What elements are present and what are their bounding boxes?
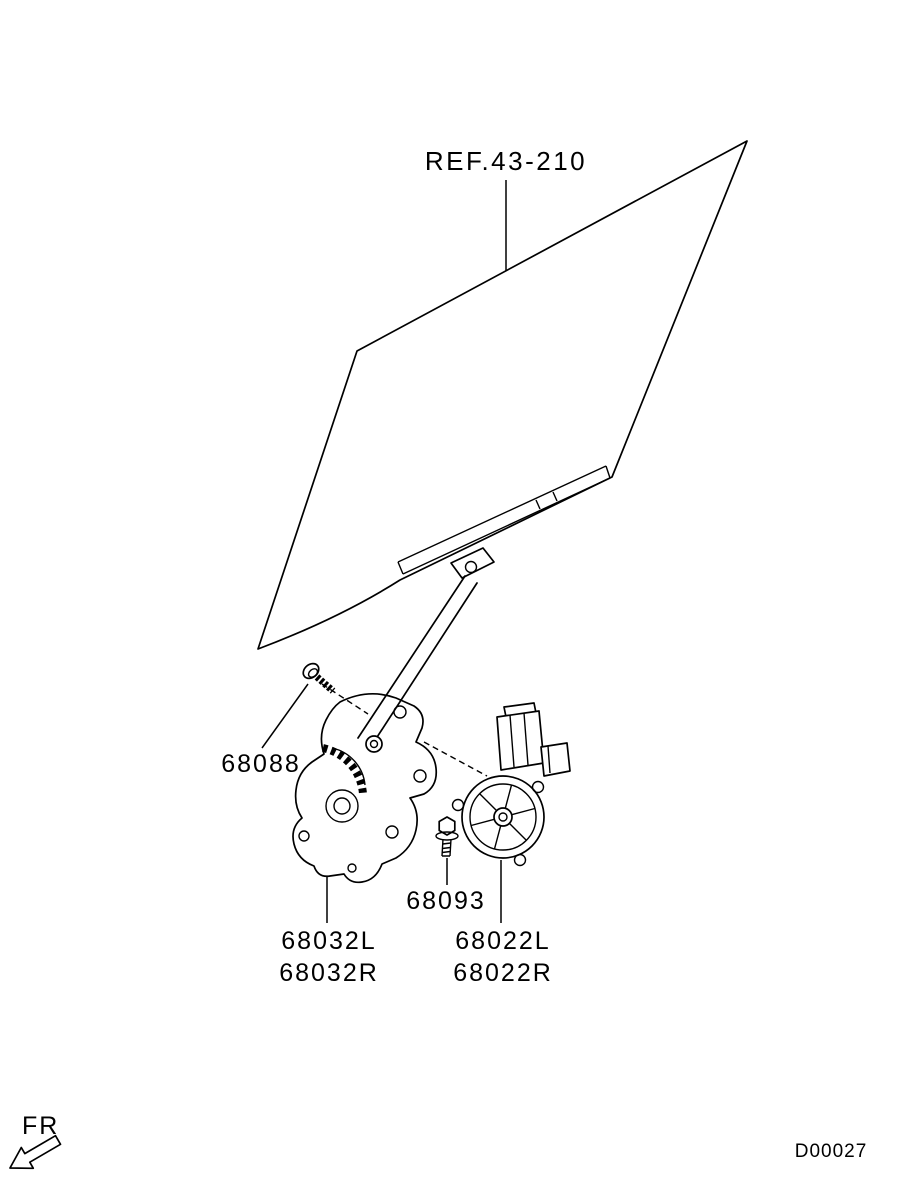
- sector-gear: [321, 735, 383, 795]
- screw-assembly-dashed-line: [321, 683, 369, 715]
- part-number-68032R[interactable]: 68032R: [279, 959, 379, 987]
- drawing-number: D00027: [795, 1141, 868, 1162]
- window-regulator-assembly: [292, 575, 478, 884]
- motor-mount-tab: [531, 780, 545, 794]
- part-number-68088[interactable]: 68088: [221, 750, 301, 778]
- screw-thread: [314, 674, 336, 694]
- leader-lines: [261, 180, 507, 923]
- fr-direction-marker: FR: [9, 1112, 62, 1170]
- motor-connector: [540, 742, 571, 777]
- regulator-base-plate: [292, 693, 438, 884]
- motor-gear-housing: [451, 775, 545, 867]
- fr-label: FR: [22, 1112, 59, 1140]
- mounting-bolt-68093: [435, 816, 459, 857]
- ref-label[interactable]: REF.43-210: [425, 146, 587, 176]
- door-glass-outline: [257, 140, 748, 650]
- part-number-68093[interactable]: 68093: [406, 887, 486, 915]
- glass-bottom-rail: [397, 465, 611, 575]
- screw-leader-line: [261, 683, 309, 749]
- motor-mount-tab: [513, 853, 527, 867]
- motor-mount-tab: [451, 798, 465, 812]
- regulator-lift-arm: [357, 575, 478, 749]
- motor-assembly-dashed-line: [423, 741, 488, 777]
- glass-clamp-bracket: [450, 547, 495, 579]
- part-number-68032L[interactable]: 68032L: [281, 927, 376, 955]
- mounting-screw-68088: [302, 662, 336, 694]
- part-number-68022L[interactable]: 68022L: [455, 927, 550, 955]
- regulator-motor-assembly: [451, 702, 571, 867]
- door-window-glass: [257, 140, 748, 650]
- spindle-hole: [325, 789, 359, 823]
- part-number-68022R[interactable]: 68022R: [453, 959, 553, 987]
- fr-direction-arrow-icon: [9, 1134, 62, 1170]
- motor-body: [496, 702, 545, 771]
